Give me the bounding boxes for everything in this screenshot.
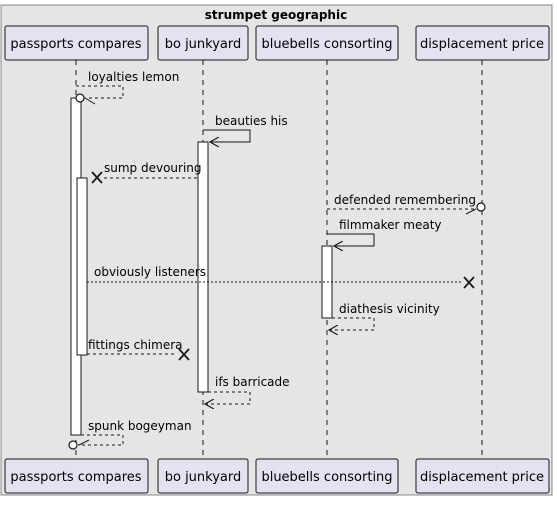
participant-label: passports compares [10,470,141,485]
message-diathesis-vicinity: diathesis vicinity [329,302,440,330]
participant-bo-junkyard-top: bo junkyard [157,25,249,61]
message-label: sump devouring [104,161,202,175]
message-spunk-bogeyman: spunk bogeyman [68,419,192,450]
participant-label: displacement price [420,470,544,485]
participant-passports-compares-top: passports compares [4,25,149,61]
activation-bar [76,177,88,356]
message-label: filmmaker meaty [339,218,442,232]
participant-bo-junkyard-bottom: bo junkyard [157,458,249,494]
message-loyalties-lemon: loyalties lemon [75,70,179,105]
message-label: defended remembering [334,193,476,207]
message-sump-devouring: sump devouring [91,161,202,184]
message-ifs-barricade: ifs barricade [205,375,290,404]
participant-label: bluebells consorting [261,37,392,52]
message-filmmaker-meaty: filmmaker meaty [327,218,442,246]
message-beauties-his: beauties his [203,114,288,142]
message-label: ifs barricade [215,375,290,389]
message-label: spunk bogeyman [88,419,192,433]
cross-end-icon [91,171,103,184]
message-label: beauties his [215,114,288,128]
participant-displacement-price-bottom: displacement price [415,458,550,494]
participant-displacement-price-top: displacement price [415,25,550,61]
message-fittings-chimera: fittings chimera [87,338,190,361]
participant-bluebells-consorting-bottom: bluebells consorting [255,458,399,494]
participant-label: displacement price [420,37,544,52]
message-label: fittings chimera [88,338,183,352]
diagram-title: strumpet geographic [205,8,347,22]
participant-label: bo junkyard [165,37,242,52]
cross-end-icon [463,276,475,289]
circle-end-icon [75,93,85,103]
message-defended-remembering: defended remembering [327,193,486,215]
participant-label: passports compares [10,37,141,52]
message-label: obviously listeners [94,265,206,279]
circle-end-icon [476,202,486,212]
circle-end-icon [68,440,78,450]
diagram-frame [0,4,553,496]
activation-bar [197,141,209,393]
participant-passports-compares-bottom: passports compares [4,458,149,494]
participant-bluebells-consorting-top: bluebells consorting [255,25,399,61]
message-obviously-listeners: obviously listeners [87,265,475,289]
participant-label: bluebells consorting [261,470,392,485]
message-label: loyalties lemon [88,70,179,84]
cross-end-icon [178,348,190,361]
participant-label: bo junkyard [165,470,242,485]
message-label: diathesis vicinity [339,302,440,316]
